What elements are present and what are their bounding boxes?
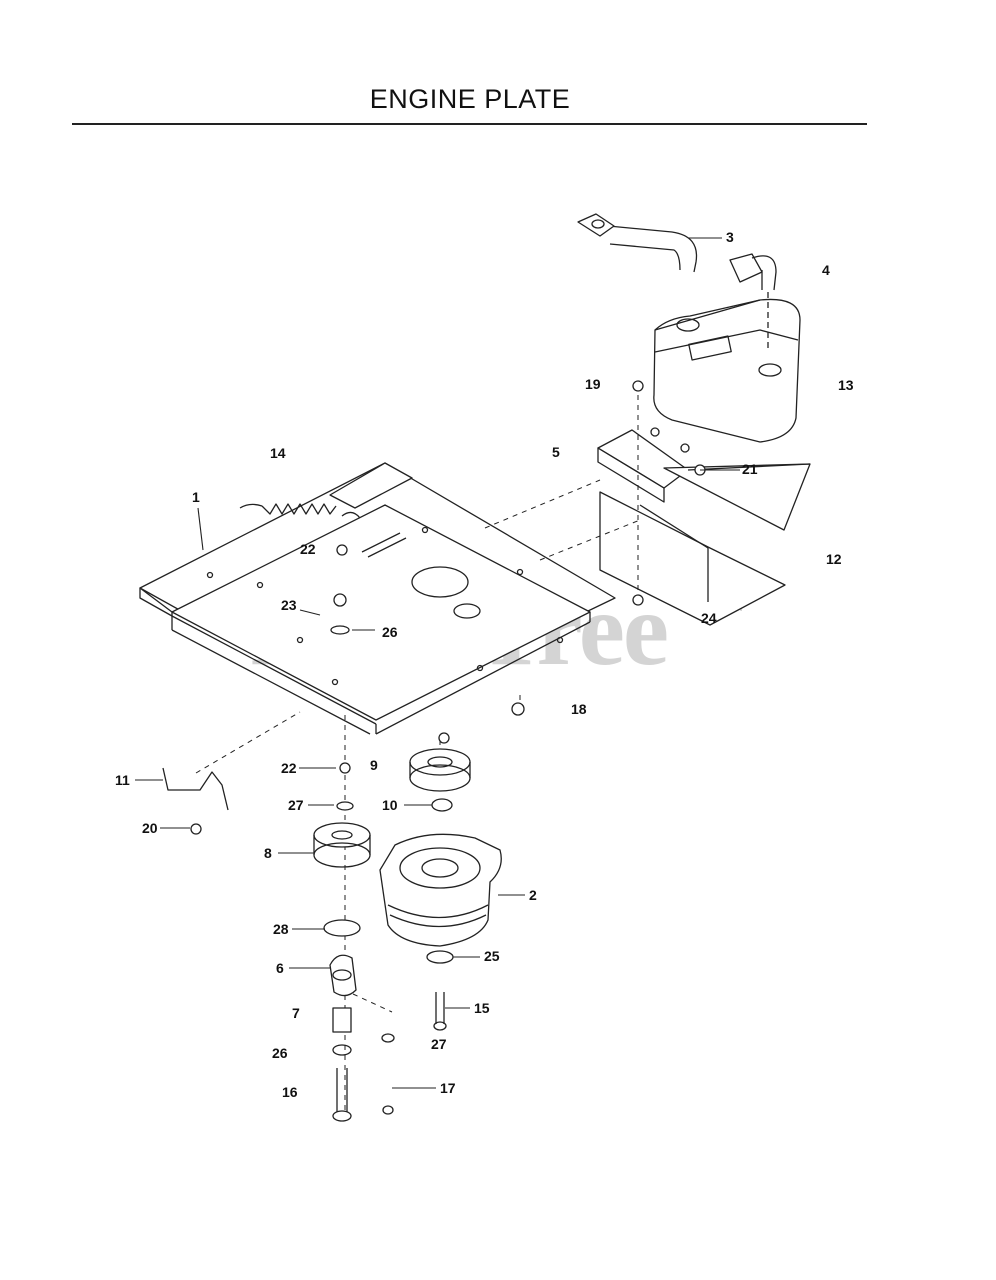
callout-13: 13 (838, 377, 854, 393)
callout-17: 17 (440, 1080, 456, 1096)
exhaust-pipe-part (577, 213, 777, 352)
callout-26-lower: 26 (272, 1045, 288, 1061)
idler-arm-part (329, 954, 357, 997)
idler-pulley-part (313, 822, 371, 868)
callout-22-lower: 22 (281, 760, 297, 776)
shoulder-bolt-part (433, 992, 447, 1031)
callout-23: 23 (281, 597, 297, 613)
callout-9: 9 (370, 757, 378, 773)
callout-21: 21 (742, 461, 758, 477)
bushing-part (332, 1007, 352, 1056)
callout-24: 24 (701, 610, 717, 626)
callout-5: 5 (552, 444, 560, 460)
callout-8: 8 (264, 845, 272, 861)
callout-3: 3 (726, 229, 734, 245)
engine-pulley-part (409, 748, 471, 792)
callout-11: 11 (115, 772, 130, 788)
callout-22-upper: 22 (300, 541, 316, 557)
callout-27-upper: 27 (288, 797, 304, 813)
callout-7: 7 (292, 1005, 300, 1021)
callout-28: 28 (273, 921, 289, 937)
spacer-part (323, 919, 361, 937)
bolt-part (332, 1068, 352, 1122)
callout-27-lower: 27 (431, 1036, 447, 1052)
page-title: ENGINE PLATE (369, 84, 571, 114)
callout-16: 16 (282, 1084, 298, 1100)
callout-20: 20 (142, 820, 158, 836)
callout-25: 25 (484, 948, 500, 964)
callout-12: 12 (826, 551, 842, 567)
key-part (431, 798, 453, 812)
callout-15: 15 (474, 1000, 490, 1016)
callout-1: 1 (192, 489, 200, 505)
pto-clutch-part (379, 833, 502, 947)
heat-shield-part (599, 491, 786, 626)
callout-6: 6 (276, 960, 284, 976)
callout-14: 14 (270, 445, 286, 461)
title-divider (72, 123, 867, 125)
callout-26-upper: 26 (382, 624, 398, 640)
callout-18: 18 (571, 701, 587, 717)
callout-19: 19 (585, 376, 601, 392)
muffler-part (653, 298, 801, 443)
callout-10: 10 (382, 797, 398, 813)
callout-4: 4 (822, 262, 830, 278)
spring-part (239, 503, 361, 519)
muffler-bracket-part (597, 429, 811, 531)
engine-plate-part (139, 462, 616, 735)
cable-bracket-part (162, 767, 229, 811)
callout-2: 2 (529, 887, 537, 903)
washer-part (426, 950, 454, 964)
